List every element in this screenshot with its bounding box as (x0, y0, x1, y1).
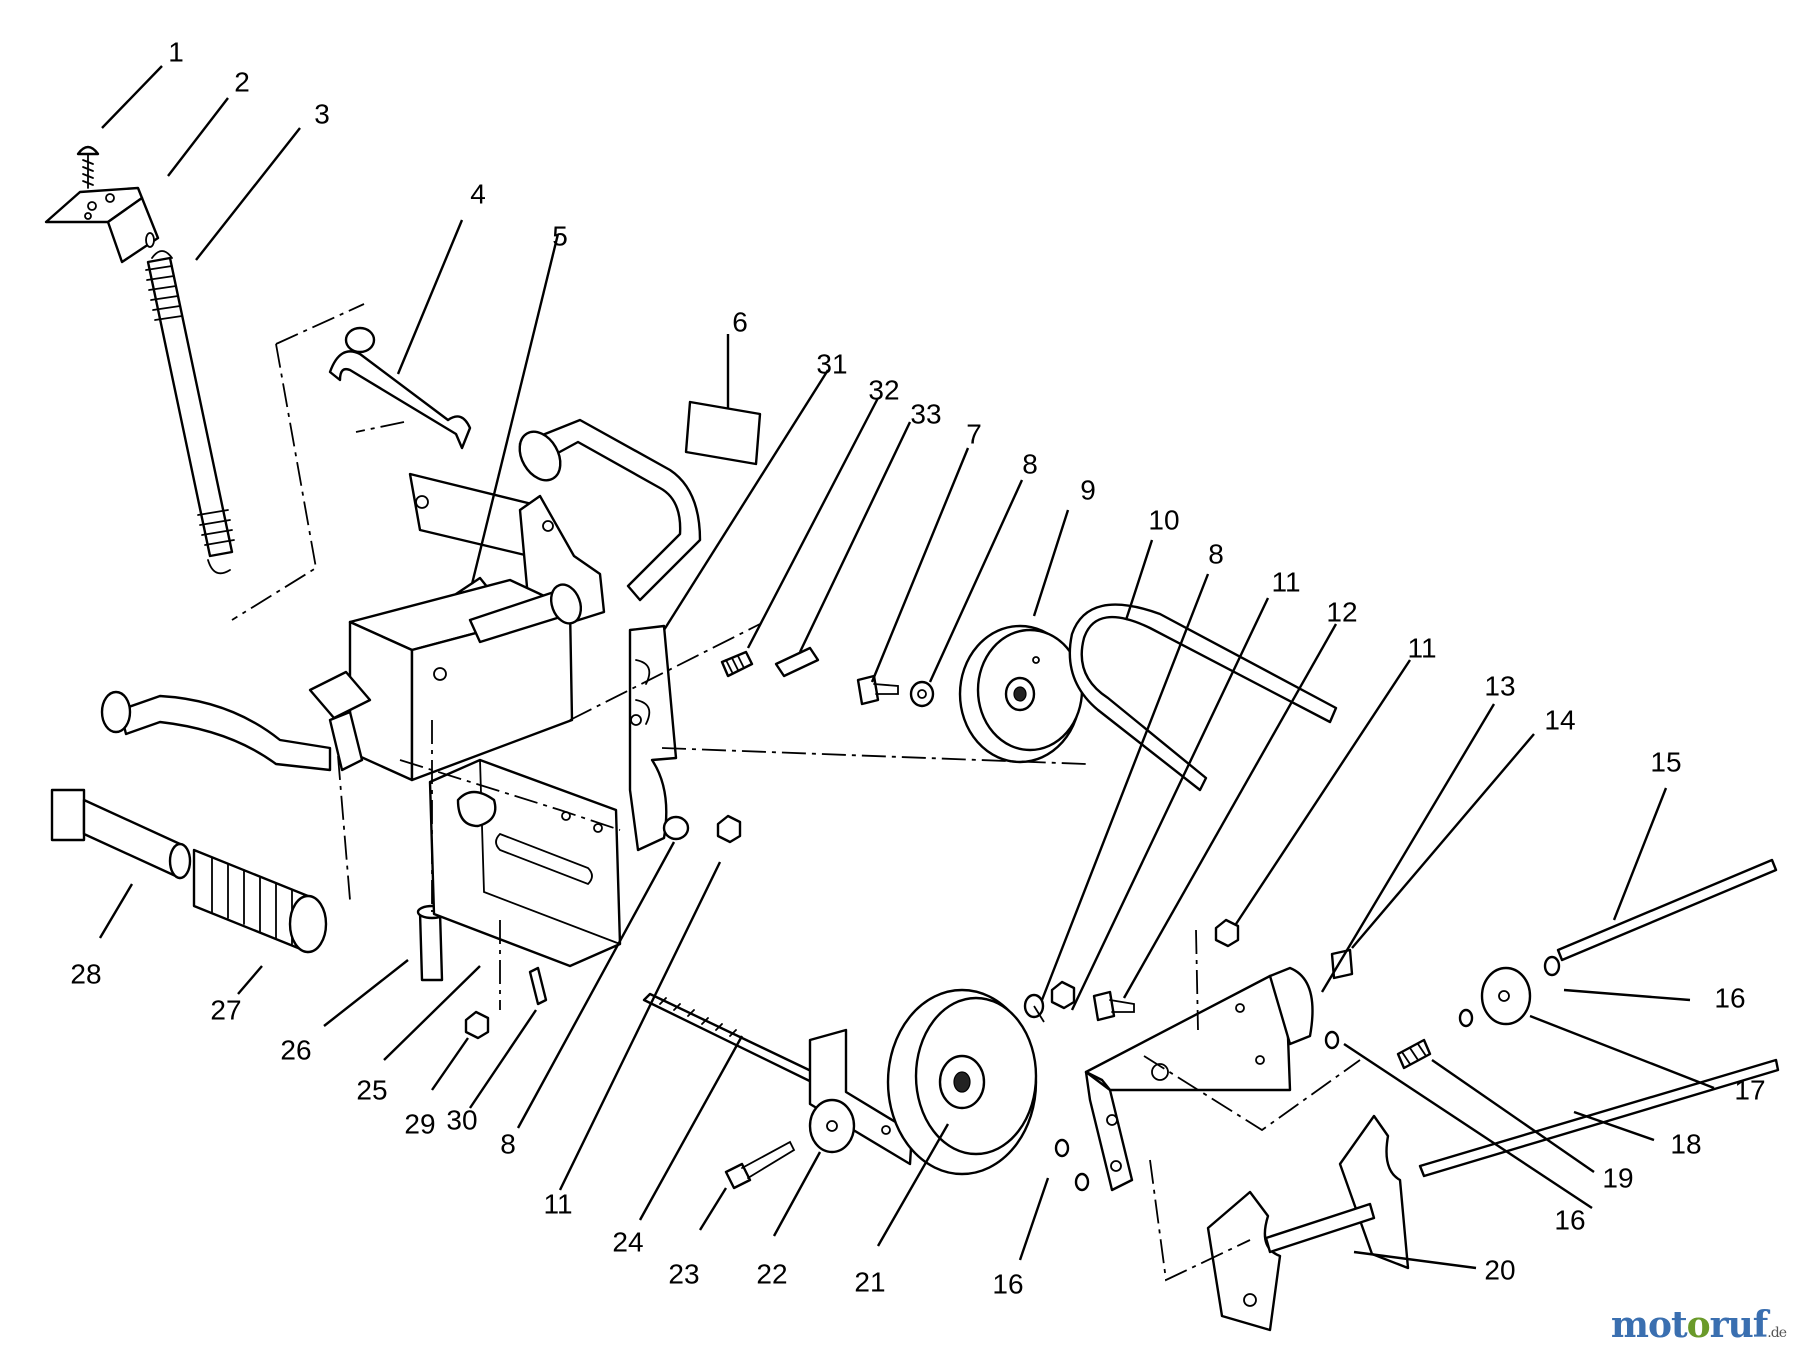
callout-numbers: 1 2 3 4 5 6 31 32 33 7 8 9 10 8 11 12 11… (70, 36, 1765, 1299)
part-carriage-bolt (1092, 990, 1135, 1022)
watermark-part: mot (1610, 1304, 1688, 1346)
callout-label: 6 (732, 306, 748, 337)
callout-label: 17 (1734, 1074, 1765, 1105)
callout-label: 25 (356, 1074, 387, 1105)
callout-label: 14 (1544, 704, 1575, 735)
part-bracket (44, 186, 160, 264)
callout-label: 16 (1714, 982, 1745, 1013)
part-decal (684, 400, 762, 466)
part-torsion-spring (1396, 1038, 1432, 1070)
part-washer-mid (662, 814, 742, 844)
part-long-shaft (1556, 858, 1778, 962)
part-drive-belt (1068, 603, 1338, 792)
part-cylinder (50, 788, 192, 880)
callout-label: 15 (1650, 746, 1681, 777)
callout-label: 33 (910, 398, 941, 429)
watermark-tld: .de (1767, 1325, 1787, 1341)
callout-label: 11 (1271, 566, 1300, 597)
part-cross-shaft (1418, 1058, 1780, 1178)
callout-label: 31 (816, 348, 847, 379)
callout-label: 5 (552, 220, 568, 251)
callout-label: 13 (1484, 670, 1515, 701)
part-clevis-pin-small (774, 646, 820, 678)
callout-label: 24 (612, 1226, 643, 1257)
part-e-clip (1054, 955, 1561, 1192)
part-nut-small (464, 1010, 490, 1040)
callout-label: 9 (1080, 474, 1096, 505)
callout-label: 23 (668, 1258, 699, 1289)
part-slotted-bracket (428, 758, 622, 968)
part-cotter-pin (528, 966, 548, 1006)
callout-label: 1 (168, 36, 184, 67)
part-pedal-arm (100, 670, 372, 772)
part-screw (76, 145, 100, 189)
part-handle-tube (518, 418, 702, 602)
part-small-spring (720, 650, 754, 678)
part-link-rod (328, 326, 472, 450)
watermark-part: ruf (1709, 1304, 1769, 1346)
callout-label: 10 (1148, 504, 1179, 535)
callout-label: 11 (543, 1188, 572, 1219)
leader-lines (98, 65, 1715, 1270)
part-idler-pulley-lower (886, 988, 1038, 1176)
part-bushing (1330, 948, 1354, 980)
watermark-part: o (1686, 1304, 1711, 1346)
part-idler-pulley-upper (958, 624, 1084, 764)
callout-label: 32 (868, 374, 899, 405)
part-hex-bolt (724, 1140, 796, 1190)
callout-label: 26 (280, 1034, 311, 1065)
part-pivot-bracket (1084, 966, 1314, 1192)
callout-label: 21 (854, 1266, 885, 1297)
callout-label: 28 (70, 958, 101, 989)
part-bolt (856, 674, 899, 706)
part-compression-spring (192, 848, 328, 954)
part-notched-arm (628, 624, 678, 852)
callout-label: 8 (500, 1128, 516, 1159)
watermark-logo: motoruf.de (1610, 1304, 1787, 1346)
part-washer (909, 680, 935, 708)
callout-label: 19 (1602, 1162, 1633, 1193)
callout-label: 7 (966, 418, 982, 449)
callout-label: 30 (446, 1104, 477, 1135)
callout-label: 3 (314, 98, 330, 129)
callout-label: 8 (1022, 448, 1038, 479)
callout-label: 16 (1554, 1204, 1585, 1235)
callout-label: 11 (1407, 632, 1436, 663)
callout-label: 27 (210, 994, 241, 1025)
callout-label: 4 (470, 178, 486, 209)
part-extension-spring (145, 250, 235, 575)
part-hex-nut-top (1214, 918, 1240, 948)
part-shaft-housing (348, 578, 583, 782)
callout-label: 12 (1326, 596, 1357, 627)
part-hub (1480, 966, 1532, 1026)
callout-label: 22 (756, 1258, 787, 1289)
callout-label: 2 (234, 66, 250, 97)
callout-label: 29 (404, 1108, 435, 1139)
callout-label: 16 (992, 1268, 1023, 1299)
part-hex-nut (1050, 980, 1076, 1010)
callout-label: 8 (1208, 538, 1224, 569)
part-spacer (808, 1098, 856, 1154)
alignment-lines (231, 303, 1361, 1282)
part-lift-arm (1206, 1114, 1410, 1332)
part-adjusting-rod (642, 992, 914, 1166)
callout-label: 20 (1484, 1254, 1515, 1285)
callout-label: 18 (1670, 1128, 1701, 1159)
